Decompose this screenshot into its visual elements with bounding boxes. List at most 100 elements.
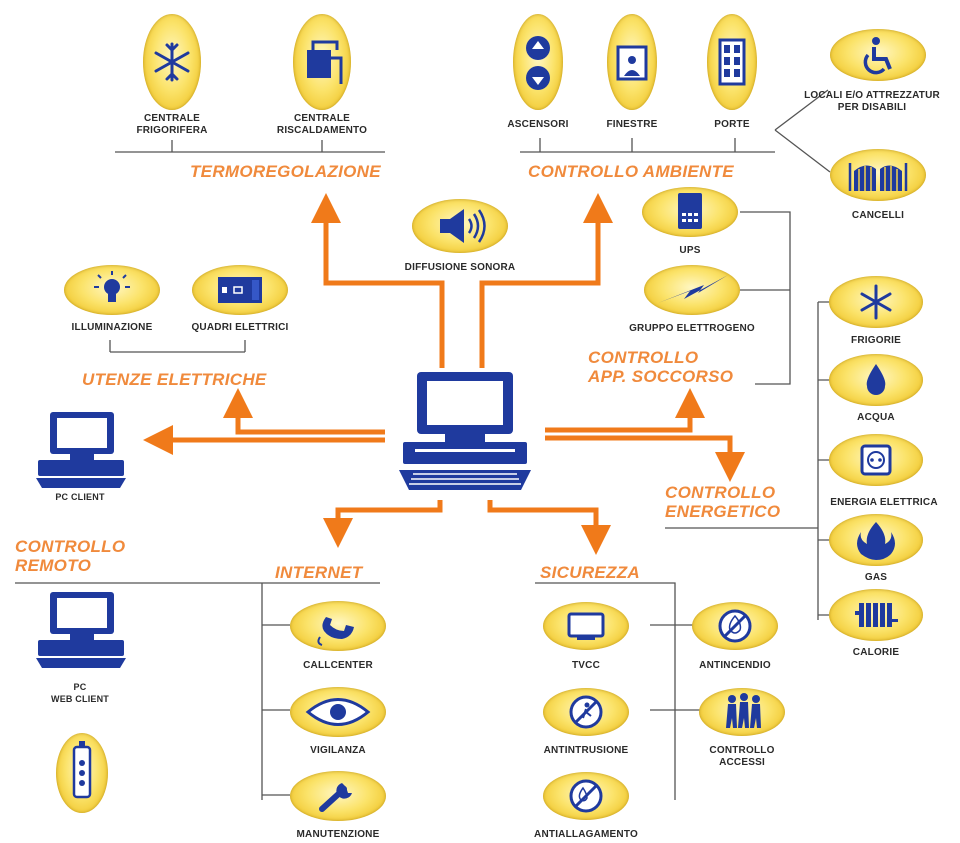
boiler-icon [307,40,343,84]
arrow-utenze [223,388,385,435]
snowflake-icon [860,284,892,320]
controllo-accessi-node [699,688,785,736]
central-computer-icon [399,372,531,490]
cancelli-node [830,149,926,201]
locali-disabili-node [830,29,926,81]
finestre-node [607,14,657,110]
vigilanza-label: VIGILANZA [310,745,366,756]
energetico-bracket [665,301,832,620]
no-intruder-icon [569,695,603,729]
remoto-line [15,582,380,800]
callcenter-label: CALLCENTER [303,660,373,671]
pc-web-client-icon [36,592,126,668]
diffusione-sonora-node [412,199,508,253]
arrow-soccorso [545,388,705,433]
speaker-icon [440,209,486,243]
remote-phone-node [56,733,108,813]
arrow-internet [323,500,443,548]
energia-elettrica-label: ENERGIA ELETTRICA [830,497,938,508]
wrench-icon [319,783,352,812]
electrical-panel-icon [218,277,262,303]
soccorso-bracket [740,211,791,385]
controllo-accessi-label: CONTROLLO ACCESSI [709,745,775,768]
diffusione-sonora-label: DIFFUSIONE SONORA [404,262,516,273]
water-drop-icon [866,364,886,395]
cancelli-label: CANCELLI [851,210,905,221]
no-fire-icon [718,609,752,643]
frigorie-node [829,276,923,328]
antiallagamento-node [543,772,629,820]
group-controllo-ambiente: CONTROLLO AMBIENTE [528,162,734,181]
calorie-label: CALORIE [852,647,900,658]
gruppo-elettrogeno-label: GRUPPO ELETTROGENO [629,323,755,334]
illuminazione-label: ILLUMINAZIONE [71,322,153,333]
finestre-label: FINESTRE [606,119,658,130]
lightning-icon [658,275,728,303]
lightbulb-icon [94,271,130,302]
elevator-arrows-icon [526,36,550,90]
group-controllo-app-soccorso: CONTROLLO APP. SOCCORSO [588,348,734,386]
gate-icon [848,163,908,191]
arrow-termoregolazione [311,193,445,368]
ups-label: UPS [679,245,701,256]
door-icon [718,38,746,86]
energia-elettrica-node [829,434,923,486]
pc-client-label: PC CLIENT [55,492,105,502]
manutenzione-node [290,771,386,821]
porte-node [707,14,757,110]
gas-node [829,514,923,566]
ascensori-label: ASCENSORI [507,119,569,130]
centrale-riscaldamento-node [293,14,351,110]
antintrusione-label: ANTINTRUSIONE [543,745,629,756]
window-icon [616,45,648,81]
centrale-frigorifera-label: CENTRALE FRIGORIFERA [136,113,208,136]
acqua-node [829,354,923,406]
calorie-node [829,589,923,641]
wheelchair-icon [863,37,892,75]
power-socket-icon [860,444,892,476]
arrow-energetico [545,435,745,482]
termoregolazione-bracket [115,140,385,153]
gas-label: GAS [864,572,888,583]
group-utenze-elettriche: UTENZE ELETTRICHE [82,370,267,389]
flame-icon [857,522,895,560]
vigilanza-node [290,687,386,737]
radiator-icon [855,603,898,627]
telephone-icon [317,617,354,646]
arrow-controllo-ambiente [479,193,613,368]
pc-web-client-label: PC WEB CLIENT [51,682,109,704]
antiallagamento-label: ANTIALLAGAMENTO [534,829,638,840]
quadri-elettrici-node [192,265,288,315]
quadri-elettrici-label: QUADRI ELETTRICI [191,322,289,333]
pc-client-icon [36,412,126,488]
no-flood-icon [569,779,603,813]
porte-label: PORTE [714,119,750,130]
people-walking-icon [726,693,761,728]
gruppo-elettrogeno-node [644,265,740,315]
snowflake-icon [154,42,190,82]
group-sicurezza: SICUREZZA [540,563,640,582]
controllo-ambiente-bracket [520,89,831,173]
antincendio-node [692,602,778,650]
manutenzione-label: MANUTENZIONE [296,829,380,840]
tvcc-label: TVCC [571,660,601,671]
monitor-icon [567,612,605,640]
group-termoregolazione: TERMOREGOLAZIONE [190,162,381,181]
frigorie-label: FRIGORIE [851,335,901,346]
antintrusione-node [543,688,629,736]
ascensori-node [513,14,563,110]
acqua-label: ACQUA [857,412,895,423]
ups-node [642,187,738,237]
arrow-sicurezza [487,500,611,555]
utenze-bracket [109,340,246,353]
callcenter-node [290,601,386,651]
group-controllo-remoto: CONTROLLO REMOTO [15,537,126,575]
tvcc-node [543,602,629,650]
antincendio-label: ANTINCENDIO [699,660,771,671]
sicurezza-line [535,582,700,800]
centrale-riscaldamento-label: CENTRALE RISCALDAMENTO [276,113,368,136]
group-internet: INTERNET [275,563,363,582]
ups-box-icon [678,193,702,229]
